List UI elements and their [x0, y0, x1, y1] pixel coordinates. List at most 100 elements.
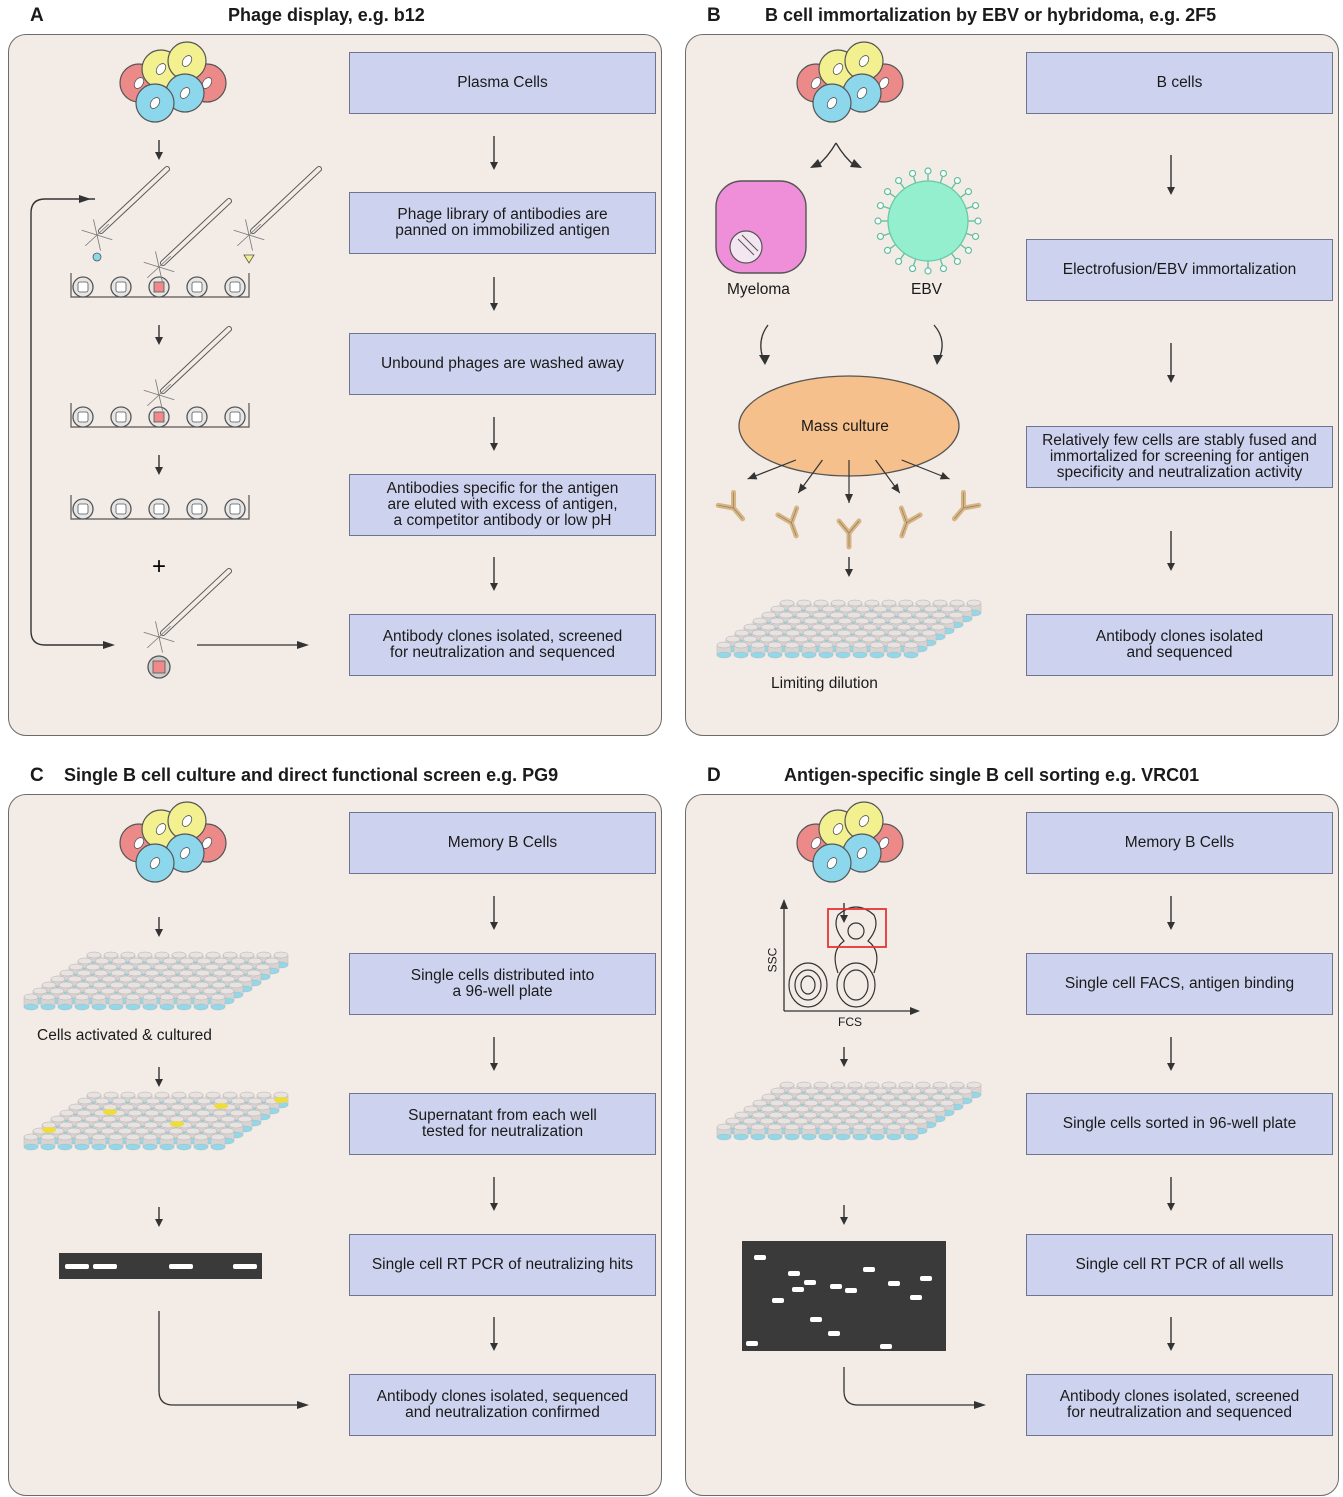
gel-band	[772, 1298, 784, 1303]
well-plate-icon	[23, 1091, 289, 1151]
phage-icon	[143, 326, 232, 411]
facs-sorting-illustration	[716, 801, 986, 1409]
gel-band	[810, 1317, 822, 1322]
antibody-icon	[951, 489, 982, 522]
step-box: Single cell RT PCR of neutralizing hits	[349, 1234, 656, 1296]
neutralizing-well	[170, 1121, 184, 1127]
antigen-plate-row-2	[70, 403, 250, 428]
neutralizing-well	[42, 1127, 56, 1133]
down-arrow-icon	[1167, 343, 1175, 383]
panel-frame: Myeloma EBV Mass culture Limiting diluti…	[685, 34, 1339, 736]
immortalization-illustration	[715, 41, 982, 659]
step-box: Phage library of antibodies are panned o…	[349, 192, 656, 254]
down-arrow-icon	[1167, 531, 1175, 571]
b-cell-cluster-icon	[796, 41, 904, 123]
down-arrow-icon	[1167, 1037, 1175, 1071]
gel-band	[910, 1295, 922, 1300]
step-box: Memory B Cells	[349, 812, 656, 874]
gel-band	[792, 1287, 804, 1292]
flow-arrows	[1167, 896, 1175, 1351]
panel-letter: B	[707, 5, 721, 26]
down-arrow-icon	[490, 896, 498, 930]
plus-icon: +	[152, 553, 166, 580]
well-plate-icon	[716, 1081, 982, 1141]
panel-a: A Phage display, e.g. b12 +	[0, 0, 662, 736]
panel-frame: + Plasma Cells Phage library of antibodi…	[8, 34, 662, 736]
step-box: Antibody clones isolated and sequenced	[1026, 614, 1333, 676]
step-box: B cells	[1026, 52, 1333, 114]
step-box: Unbound phages are washed away	[349, 333, 656, 395]
down-arrow-icon	[155, 917, 163, 937]
sort-gate	[827, 908, 887, 948]
antibody-icon	[775, 505, 800, 539]
down-arrow-icon	[1167, 155, 1175, 195]
neutralizing-well	[214, 1103, 228, 1109]
step-box: Single cell RT PCR of all wells	[1026, 1234, 1333, 1296]
antigen-plate-row-1	[70, 273, 250, 298]
panel-c: C Single B cell culture and direct funct…	[0, 760, 662, 1496]
neutralizing-well	[103, 1109, 117, 1115]
gel-band	[828, 1331, 840, 1336]
step-box: Antibodies specific for the antigen are …	[349, 474, 656, 536]
down-arrow-icon	[155, 1207, 163, 1227]
single-cell-culture-illustration	[23, 801, 309, 1409]
panel-b: B B cell immortalization by EBV or hybri…	[677, 0, 1339, 736]
b-cell-cluster-icon	[796, 801, 904, 883]
panel-frame: SSC FCS Memory B Cells Single cell FACS,…	[685, 794, 1339, 1496]
down-arrow-icon	[490, 277, 498, 311]
gel-band	[754, 1255, 766, 1260]
step-box: Single cells distributed into a 96-well …	[349, 953, 656, 1015]
panel-frame: Cells activated & cultured Memory B Cell…	[8, 794, 662, 1496]
gel-band	[788, 1271, 800, 1276]
gel-band	[746, 1341, 758, 1346]
gel-band	[804, 1280, 816, 1285]
panel-letter: A	[30, 5, 44, 26]
down-arrow-icon	[490, 1317, 498, 1351]
step-box: Antibody clones isolated, sequenced and …	[349, 1374, 656, 1436]
gel-bands	[746, 1255, 932, 1349]
antibody-icon	[836, 518, 862, 550]
step-box: Antibody clones isolated, screened for n…	[349, 614, 656, 676]
phage-icon	[143, 568, 232, 653]
antibody-arrows	[715, 459, 982, 550]
panel-title: Single B cell culture and direct functio…	[64, 765, 559, 785]
step-box: Supernatant from each well tested for ne…	[349, 1093, 656, 1155]
phage-icon	[143, 198, 232, 283]
flow-arrows	[490, 896, 498, 1351]
down-arrow-icon	[490, 1177, 498, 1211]
gel-band	[863, 1267, 875, 1272]
panel-title: Phage display, e.g. b12	[228, 5, 425, 25]
mass-culture-label: Mass culture	[801, 418, 889, 435]
down-arrow-icon	[155, 455, 163, 475]
facs-plot-icon	[780, 899, 920, 1015]
gel-band	[888, 1281, 900, 1286]
cells-activated-label: Cells activated & cultured	[37, 1027, 212, 1044]
gel-band	[830, 1284, 842, 1289]
limiting-dilution-label: Limiting dilution	[771, 675, 878, 692]
panel-title: Antigen-specific single B cell sorting e…	[784, 765, 1200, 785]
step-box: Plasma Cells	[349, 52, 656, 114]
antibody-icon	[898, 505, 923, 539]
well-plate-icon	[716, 599, 982, 659]
gel-band	[880, 1344, 892, 1349]
ebv-label: EBV	[911, 281, 943, 298]
antibody-icon	[715, 489, 746, 522]
myeloma-label: Myeloma	[727, 281, 790, 298]
gel-band	[845, 1288, 857, 1293]
phage-icon	[81, 166, 170, 262]
b-cell-cluster-icon	[119, 801, 227, 883]
down-arrow-icon	[155, 140, 163, 160]
down-arrow-icon	[1167, 1177, 1175, 1211]
flow-arrows	[1167, 155, 1175, 571]
flow-arrows	[490, 136, 498, 591]
gel-band	[920, 1276, 932, 1281]
b-cell-cluster-icon	[119, 41, 227, 123]
panel-d: D Antigen-specific single B cell sorting…	[677, 760, 1339, 1496]
step-box: Single cell FACS, antigen binding	[1026, 953, 1333, 1015]
down-arrow-icon	[840, 1205, 848, 1225]
step-box: Electrofusion/EBV immortalization	[1026, 239, 1333, 301]
down-arrow-icon	[490, 1037, 498, 1071]
panel-letter: D	[707, 765, 721, 786]
antigen-plate-row-3	[70, 495, 250, 520]
step-box: Relatively few cells are stably fused an…	[1026, 426, 1333, 488]
